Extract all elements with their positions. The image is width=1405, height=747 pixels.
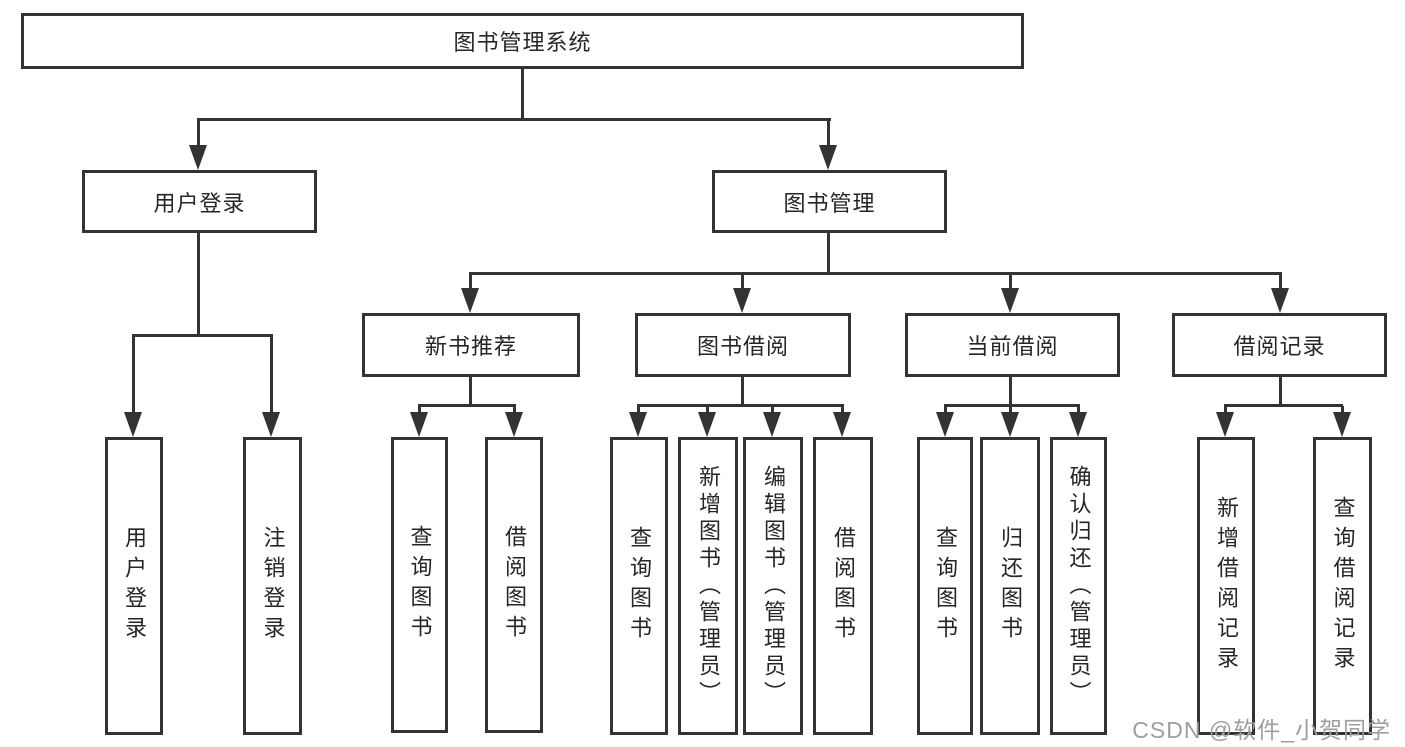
node-cb-query-books: 查询图书 bbox=[917, 437, 973, 735]
connector-stem-current-borrowing bbox=[1009, 274, 1012, 290]
connector-user-login-branch bbox=[132, 334, 273, 337]
connector-user-login-stem bbox=[197, 233, 200, 336]
node-bb-add-book-admin: 新增图书（管理员） bbox=[678, 437, 738, 735]
node-nbr-query-books: 查询图书 bbox=[391, 437, 448, 733]
connector-book-management-stem bbox=[827, 233, 830, 275]
arrow-down-icon bbox=[1001, 412, 1019, 437]
arrow-down-icon bbox=[1271, 288, 1289, 313]
connector-stem-user-login bbox=[197, 120, 200, 147]
connector-stem-br-add bbox=[1224, 406, 1227, 416]
arrow-down-icon bbox=[410, 412, 428, 437]
node-label: 借阅图书 bbox=[502, 525, 527, 645]
node-label: 借阅图书 bbox=[831, 526, 856, 646]
node-bb-borrow-books: 借阅图书 bbox=[813, 437, 873, 735]
node-bb-query-books: 查询图书 bbox=[610, 437, 668, 735]
connector-stem-bb-add bbox=[706, 406, 709, 416]
node-book-borrowing: 图书借阅 bbox=[635, 313, 851, 377]
connector-stem-bb-query bbox=[637, 406, 640, 416]
connector-stem-book-management bbox=[827, 120, 830, 147]
node-label: 当前借阅 bbox=[966, 334, 1059, 359]
node-current-borrowing: 当前借阅 bbox=[905, 313, 1120, 377]
node-label: 新书推荐 bbox=[424, 334, 517, 359]
node-new-book-recommendation: 新书推荐 bbox=[362, 313, 580, 377]
node-label: 借阅记录 bbox=[1233, 334, 1326, 359]
arrow-down-icon bbox=[189, 145, 207, 170]
connector-nbr-stem bbox=[469, 377, 472, 407]
node-label: 查询图书 bbox=[933, 526, 958, 646]
node-label: 确认归还（管理员） bbox=[1066, 464, 1092, 708]
arrow-down-icon bbox=[262, 412, 280, 437]
connector-bb-stem bbox=[741, 377, 744, 407]
arrow-down-icon bbox=[833, 412, 851, 437]
node-label: 注销登录 bbox=[260, 526, 286, 646]
node-cb-return-books: 归还图书 bbox=[980, 437, 1040, 735]
node-bb-edit-book-admin: 编辑图书（管理员） bbox=[743, 437, 803, 735]
node-user-login: 用户登录 bbox=[82, 170, 317, 233]
connector-br-branch bbox=[1224, 404, 1343, 407]
arrow-down-icon bbox=[505, 412, 523, 437]
node-label: 查询借阅记录 bbox=[1330, 496, 1356, 676]
connector-stem-borrowing-records bbox=[1279, 274, 1282, 290]
connector-br-stem bbox=[1279, 377, 1282, 407]
node-br-query-record: 查询借阅记录 bbox=[1313, 437, 1372, 735]
arrow-down-icon bbox=[1069, 412, 1087, 437]
connector-stem-cb-return bbox=[1009, 406, 1012, 416]
csdn-watermark: CSDN @软件_小贺同学 bbox=[1132, 717, 1391, 743]
arrow-down-icon bbox=[733, 288, 751, 313]
node-label: 图书管理系统 bbox=[453, 30, 592, 55]
connector-stem-new-book-recommendation bbox=[469, 274, 472, 290]
connector-stem-book-borrowing bbox=[741, 274, 744, 290]
node-label: 图书借阅 bbox=[696, 334, 789, 359]
node-br-add-record: 新增借阅记录 bbox=[1197, 437, 1255, 735]
node-cb-confirm-return-admin: 确认归还（管理员） bbox=[1050, 437, 1107, 735]
connector-stem-nbr-borrow bbox=[513, 406, 516, 416]
node-label: 查询图书 bbox=[627, 526, 652, 646]
connector-stem-bb-edit bbox=[771, 406, 774, 416]
connector-stem-cb-confirm bbox=[1077, 406, 1080, 416]
node-label: 编辑图书（管理员） bbox=[761, 464, 786, 708]
arrow-down-icon bbox=[819, 145, 837, 170]
node-leaf-logout: 注销登录 bbox=[243, 437, 302, 735]
connector-nbr-branch bbox=[418, 404, 516, 407]
arrow-down-icon bbox=[1333, 412, 1351, 437]
node-book-management: 图书管理 bbox=[712, 170, 947, 233]
node-library-management-system: 图书管理系统 bbox=[21, 13, 1024, 69]
connector-stem-bb-borrow bbox=[841, 406, 844, 416]
node-label: 新增图书（管理员） bbox=[696, 464, 721, 708]
connector-stem-br-query bbox=[1341, 406, 1344, 416]
connector-stem-nbr-query bbox=[418, 406, 421, 416]
connector-cb-branch bbox=[944, 404, 1080, 407]
arrow-down-icon bbox=[1001, 288, 1019, 313]
connector-cb-stem bbox=[1009, 377, 1012, 407]
arrow-down-icon bbox=[698, 412, 716, 437]
node-borrowing-records: 借阅记录 bbox=[1172, 313, 1387, 377]
node-leaf-user-login: 用户登录 bbox=[105, 437, 163, 735]
node-label: 图书管理 bbox=[783, 190, 876, 216]
arrow-down-icon bbox=[124, 412, 142, 437]
node-label: 新增借阅记录 bbox=[1214, 496, 1239, 676]
node-nbr-borrow-books: 借阅图书 bbox=[485, 437, 543, 733]
arrow-down-icon bbox=[763, 412, 781, 437]
connector-book-management-branch bbox=[469, 272, 1282, 275]
node-label: 查询图书 bbox=[407, 525, 433, 645]
connector-stem-leaf-user-login bbox=[132, 336, 135, 414]
connector-root-stem bbox=[521, 69, 524, 121]
arrow-down-icon bbox=[461, 288, 479, 313]
node-label: 用户登录 bbox=[153, 190, 246, 216]
connector-bb-branch bbox=[637, 404, 844, 407]
arrow-down-icon bbox=[936, 412, 954, 437]
connector-stem-cb-query bbox=[944, 406, 947, 416]
arrow-down-icon bbox=[1216, 412, 1234, 437]
node-label: 用户登录 bbox=[122, 526, 147, 646]
connector-root-branch bbox=[197, 118, 831, 121]
arrow-down-icon bbox=[629, 412, 647, 437]
node-label: 归还图书 bbox=[998, 526, 1023, 646]
connector-stem-leaf-logout bbox=[270, 336, 273, 414]
